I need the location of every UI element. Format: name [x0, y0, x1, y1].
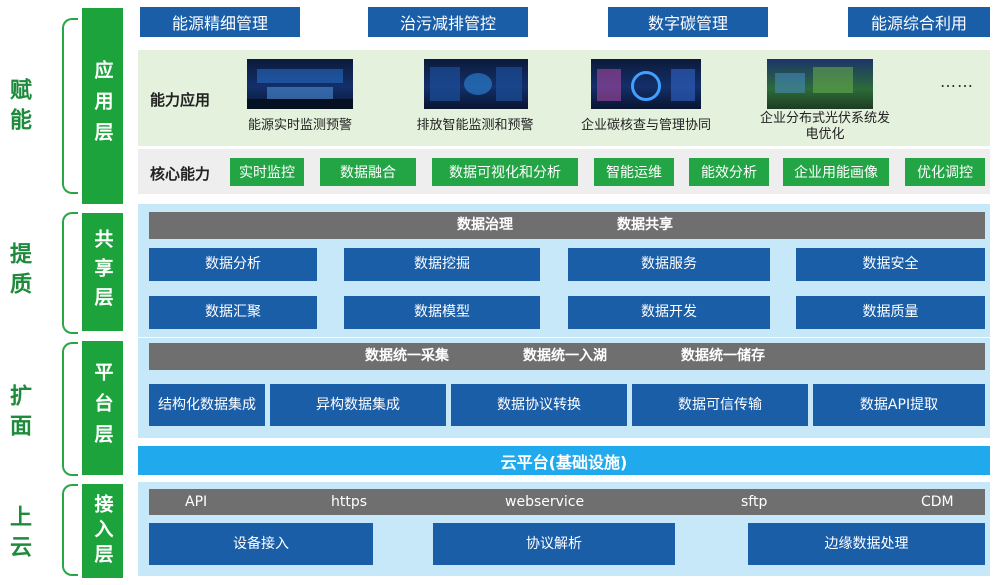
tab-energy-utilization[interactable]: 能源综合利用	[848, 7, 990, 37]
layer-label: 接入层	[91, 493, 114, 569]
application-item-caption: 排放智能监测和预警	[416, 118, 534, 133]
capability-energy-profile[interactable]: 企业用能画像	[783, 158, 889, 186]
application-item-caption: 企业碳核查与管理协同	[580, 118, 711, 133]
side-label-text: 提质	[6, 242, 31, 302]
sharing-data-mining[interactable]: 数据挖掘	[344, 248, 540, 281]
protocol-bar: API https webservice sftp CDM	[149, 489, 985, 515]
layer-sharing: 共享层	[82, 213, 123, 331]
side-label-text: 扩面	[6, 384, 31, 444]
more-applications: ……	[940, 72, 974, 91]
capability-visual-analysis[interactable]: 数据可视化和分析	[432, 158, 578, 186]
platform-trusted-transmission[interactable]: 数据可信传输	[632, 384, 808, 426]
access-device[interactable]: 设备接入	[149, 523, 373, 565]
access-protocol-parsing[interactable]: 协议解析	[433, 523, 675, 565]
sharing-bar: 数据治理 数据共享	[149, 212, 985, 239]
dashboard-thumbnail-solar[interactable]	[767, 59, 873, 109]
dashboard-thumbnail-carbon[interactable]	[591, 59, 701, 109]
cloud-platform-bar: 云平台(基础设施)	[138, 446, 990, 475]
application-title: 能力应用	[150, 91, 211, 109]
application-item-caption: 企业分布式光伏系统发电优化	[759, 111, 890, 142]
access-edge-processing[interactable]: 边缘数据处理	[748, 523, 985, 565]
sharing-bar-item: 数据治理	[457, 217, 513, 233]
tab-energy-management[interactable]: 能源精细管理	[140, 7, 300, 37]
sharing-data-model[interactable]: 数据模型	[344, 296, 540, 329]
sharing-data-development[interactable]: 数据开发	[568, 296, 770, 329]
brace-application	[62, 18, 78, 194]
brace-platform	[62, 342, 78, 476]
layer-access: 接入层	[82, 484, 123, 578]
layer-application: 应用层	[82, 8, 123, 204]
sharing-data-analysis[interactable]: 数据分析	[149, 248, 317, 281]
side-label-empower: 赋能	[4, 78, 34, 138]
side-label-cloud: 上云	[4, 505, 34, 565]
application-item-caption: 能源实时监测预警	[247, 118, 352, 133]
platform-bar-item: 数据统一储存	[681, 348, 765, 364]
platform-bar-item: 数据统一入湖	[523, 348, 607, 364]
tab-carbon-management[interactable]: 数字碳管理	[608, 7, 768, 37]
side-label-text: 赋能	[6, 78, 31, 138]
capability-optimization[interactable]: 优化调控	[905, 158, 985, 186]
side-label-quality: 提质	[4, 242, 34, 302]
sharing-data-service[interactable]: 数据服务	[568, 248, 770, 281]
platform-bar-item: 数据统一采集	[365, 348, 449, 364]
brace-access	[62, 484, 78, 576]
side-label-expand: 扩面	[4, 384, 34, 444]
sharing-data-security[interactable]: 数据安全	[796, 248, 985, 281]
capability-realtime-monitor[interactable]: 实时监控	[230, 158, 304, 186]
platform-heterogeneous-integration[interactable]: 异构数据集成	[270, 384, 446, 426]
layer-label: 平台层	[91, 361, 114, 455]
protocol-item: https	[331, 494, 368, 510]
layer-platform: 平台层	[82, 341, 123, 475]
core-title: 核心能力	[150, 165, 211, 183]
dashboard-thumbnail-energy[interactable]	[247, 59, 353, 109]
sharing-bar-item: 数据共享	[617, 217, 673, 233]
protocol-item: webservice	[505, 494, 585, 510]
layer-label: 共享层	[91, 228, 114, 316]
dashboard-thumbnail-emission[interactable]	[424, 59, 528, 109]
capability-data-fusion[interactable]: 数据融合	[320, 158, 416, 186]
platform-api-extraction[interactable]: 数据API提取	[813, 384, 985, 426]
sharing-data-quality[interactable]: 数据质量	[796, 296, 985, 329]
protocol-item: sftp	[741, 494, 768, 510]
platform-structured-integration[interactable]: 结构化数据集成	[149, 384, 265, 426]
side-label-text: 上云	[6, 505, 31, 565]
capability-efficiency-analysis[interactable]: 能效分析	[689, 158, 769, 186]
layer-label: 应用层	[91, 59, 114, 153]
capability-smart-ops[interactable]: 智能运维	[594, 158, 674, 186]
protocol-item: API	[185, 494, 208, 510]
sharing-data-aggregation[interactable]: 数据汇聚	[149, 296, 317, 329]
brace-sharing	[62, 212, 78, 334]
tab-pollution-control[interactable]: 治污减排管控	[368, 7, 528, 37]
platform-protocol-conversion[interactable]: 数据协议转换	[451, 384, 627, 426]
platform-bar: 数据统一采集 数据统一入湖 数据统一储存	[149, 343, 985, 370]
protocol-item: CDM	[921, 494, 954, 510]
